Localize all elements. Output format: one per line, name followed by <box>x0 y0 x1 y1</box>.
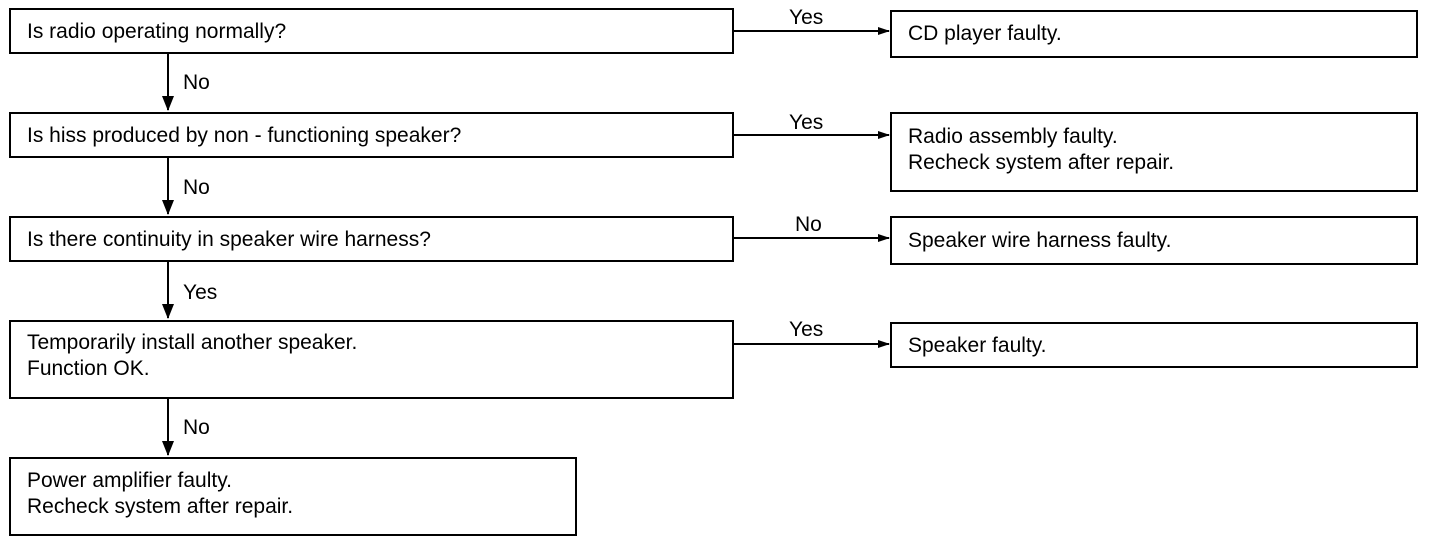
outcome-power-amplifier-faulty: Power amplifier faulty. Recheck system a… <box>9 457 577 536</box>
branch-label-yes: Yes <box>789 6 824 29</box>
outcome-text: Power amplifier faulty. <box>27 469 233 492</box>
outcome-text: Recheck system after repair. <box>27 495 294 518</box>
question-hiss-speaker: Is hiss produced by non - functioning sp… <box>9 112 734 158</box>
question-text: Function OK. <box>27 357 150 380</box>
question-text: Is hiss produced by non - functioning sp… <box>27 124 462 147</box>
outcome-cd-player-faulty: CD player faulty. <box>890 10 1418 58</box>
branch-label-yes: Yes <box>789 318 824 341</box>
outcome-text: Recheck system after repair. <box>908 151 1175 174</box>
branch-label-no: No <box>183 176 210 199</box>
outcome-radio-assembly-faulty: Radio assembly faulty. Recheck system af… <box>890 112 1418 192</box>
branch-label-no: No <box>183 71 210 94</box>
question-harness-continuity: Is there continuity in speaker wire harn… <box>9 216 734 262</box>
outcome-speaker-faulty: Speaker faulty. <box>890 322 1418 368</box>
outcome-harness-faulty: Speaker wire harness faulty. <box>890 216 1418 265</box>
branch-label-yes: Yes <box>183 281 218 304</box>
question-radio-normal: Is radio operating normally? <box>9 8 734 54</box>
branch-label-no: No <box>183 416 210 439</box>
branch-label-no: No <box>795 213 822 236</box>
outcome-text: Speaker wire harness faulty. <box>908 229 1172 252</box>
outcome-text: Speaker faulty. <box>908 334 1047 357</box>
branch-label-yes: Yes <box>789 111 824 134</box>
question-text: Temporarily install another speaker. <box>27 331 358 354</box>
question-text: Is there continuity in speaker wire harn… <box>27 228 431 251</box>
outcome-text: Radio assembly faulty. <box>908 125 1118 148</box>
outcome-text: CD player faulty. <box>908 22 1062 45</box>
question-text: Is radio operating normally? <box>27 20 287 43</box>
question-install-speaker: Temporarily install another speaker. Fun… <box>9 320 734 399</box>
